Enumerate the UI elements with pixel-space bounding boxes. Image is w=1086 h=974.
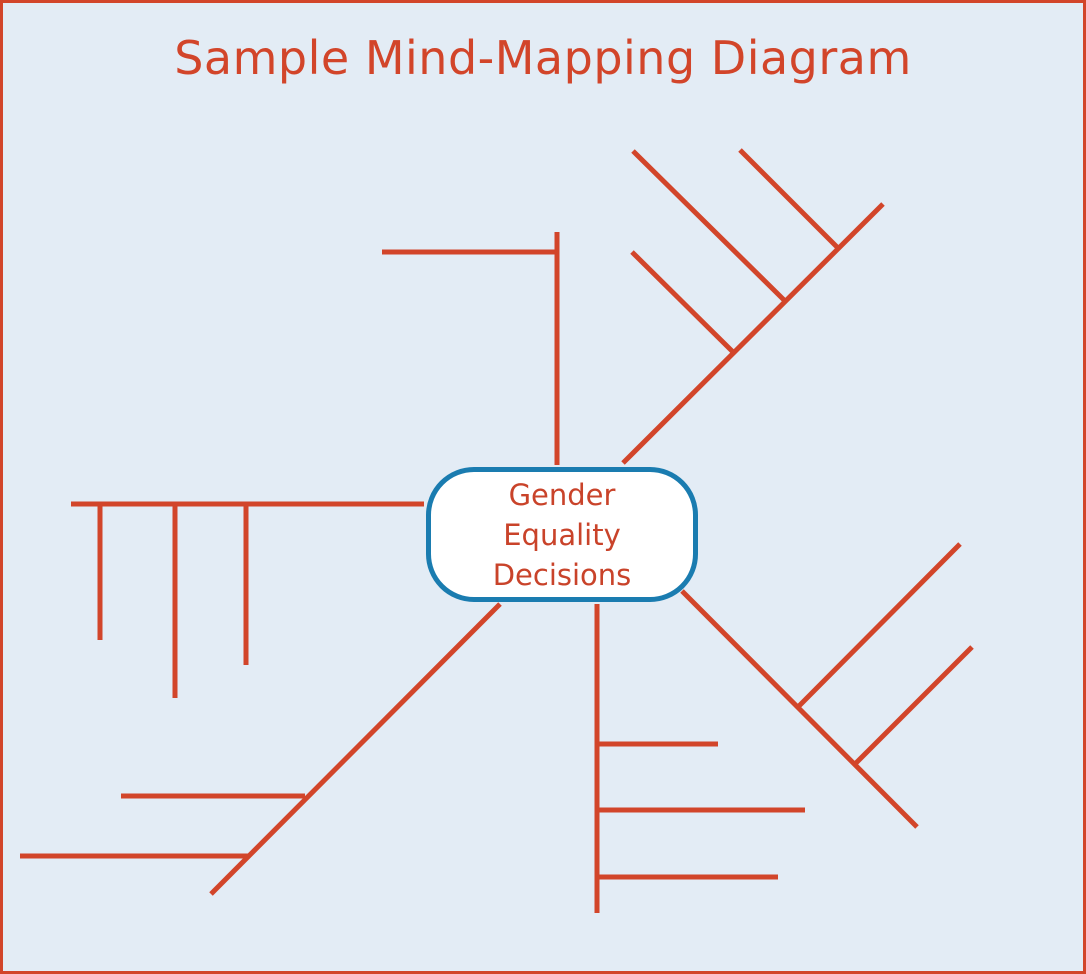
central-topic-node: Gender Equality Decisions	[426, 467, 698, 602]
branch-lower-right-twig-1	[796, 542, 962, 709]
branch-upper-left	[382, 232, 560, 465]
branch-left	[71, 501, 424, 698]
branch-upper-right-twig-2	[631, 149, 786, 302]
branch-lower-right	[680, 542, 974, 829]
branch-upper-right-twig-3	[738, 148, 840, 250]
central-topic-line-1: Gender	[508, 477, 616, 512]
branch-upper-right-stem	[621, 202, 885, 465]
central-topic-line-3: Decisions	[492, 557, 632, 592]
branch-lower-left	[20, 602, 502, 896]
branch-lower-right-twig-2	[853, 645, 974, 766]
branch-upper-right	[621, 148, 885, 465]
branch-upper-right-twig-1	[630, 250, 735, 354]
branch-lower-left-stem	[209, 602, 502, 896]
central-topic-line-2: Equality	[503, 517, 621, 552]
branch-lower-center	[594, 604, 805, 913]
branch-lower-right-stem	[680, 589, 919, 829]
page-title: Sample Mind-Mapping Diagram	[174, 31, 912, 85]
